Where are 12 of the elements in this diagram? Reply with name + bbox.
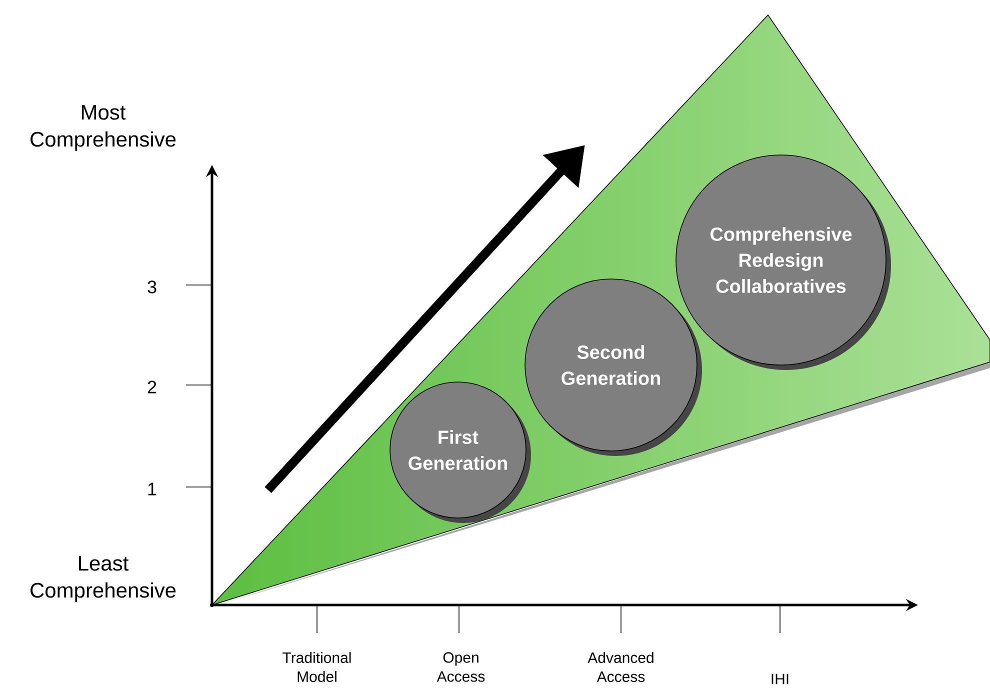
tick-label: 1 (148, 482, 156, 496)
circle-node: Second Generation (524, 278, 702, 456)
axis-label: Least Comprehensive (30, 556, 176, 602)
tick-label: Open Access (436, 652, 485, 682)
tick-label: IHI (772, 674, 788, 684)
axis-label: Most Comprehensive (30, 105, 176, 151)
circle-node: Comprehensive Redesign Collaboratives (676, 154, 892, 370)
tick-label: Advanced Access (588, 652, 654, 682)
tick-label: Traditional Model (282, 652, 351, 682)
tick-label: 3 (148, 280, 156, 294)
circle-node: First Generation (390, 382, 531, 523)
tick-label: 2 (148, 380, 156, 394)
